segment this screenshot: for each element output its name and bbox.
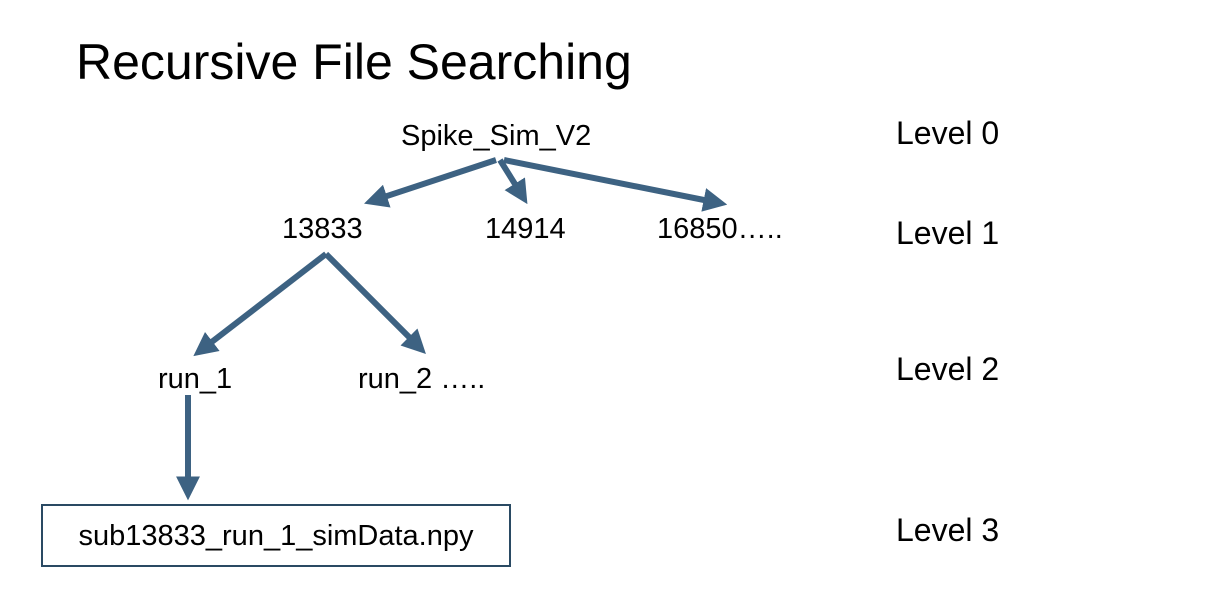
arrow-root-to-16850 — [503, 157, 728, 212]
level-label-3: Level 3 — [896, 512, 1000, 548]
node-root: Spike_Sim_V2 — [401, 120, 592, 152]
node-level1-13833: 13833 — [282, 213, 363, 245]
arrow-13833-to-run1 — [193, 251, 328, 357]
file-box: sub13833_run_1_simData.npy — [41, 504, 511, 567]
level-label-2: Level 2 — [896, 351, 1000, 387]
level-label-1: Level 1 — [896, 215, 1000, 251]
node-level2-run1: run_1 — [158, 363, 233, 395]
node-level1-14914: 14914 — [485, 213, 566, 245]
arrow-root-to-13833 — [364, 157, 497, 208]
node-level2-run2: run_2 ….. — [358, 363, 486, 395]
node-level3-file: sub13833_run_1_simData.npy — [78, 519, 474, 552]
arrow-13833-to-run2 — [323, 251, 426, 354]
arrow-root-to-14914 — [497, 158, 528, 205]
slide-title: Recursive File Searching — [76, 34, 632, 90]
node-level1-16850: 16850….. — [657, 213, 783, 245]
level-label-0: Level 0 — [896, 115, 1000, 151]
